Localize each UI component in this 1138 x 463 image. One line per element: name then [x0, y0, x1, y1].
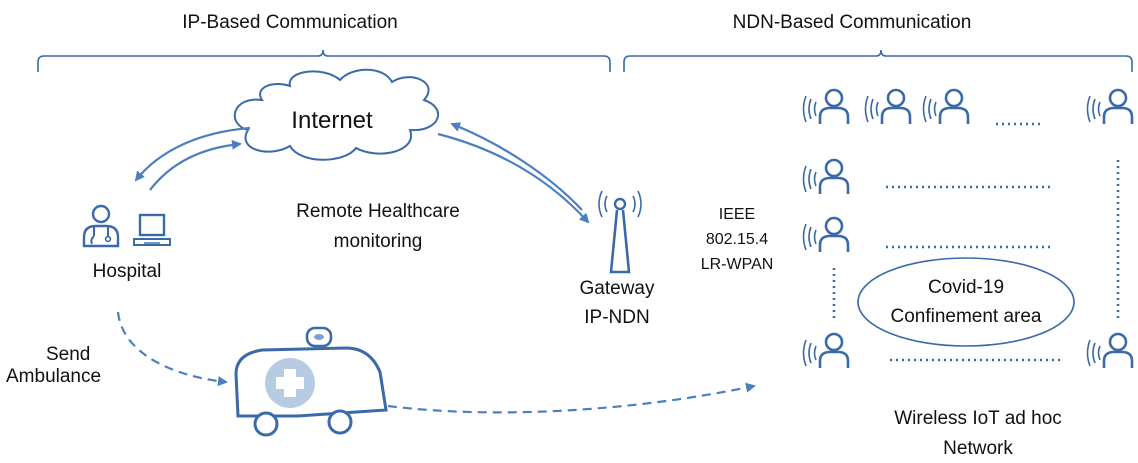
- standard-line3: LR-WPAN: [701, 256, 774, 273]
- computer-icon: [133, 213, 171, 246]
- network-label-line2: Network: [943, 438, 1013, 459]
- ndn-section-title: NDN-Based Communication: [733, 12, 972, 33]
- standard-line2: 802.15.4: [706, 231, 768, 248]
- ambulance-icon: [234, 326, 388, 437]
- standard-line1: IEEE: [719, 206, 755, 223]
- ambulance-label-line2: Ambulance: [6, 366, 101, 387]
- iot-node: [1086, 332, 1134, 370]
- hospital-label: Hospital: [93, 261, 162, 282]
- iot-node: [864, 88, 912, 126]
- confinement-label-line1: Covid-19: [928, 277, 1004, 298]
- remote-label-line2: monitoring: [334, 231, 423, 252]
- iot-node: [922, 88, 970, 126]
- ndn-section-brace: [623, 49, 1133, 72]
- iot-node: [802, 88, 850, 126]
- gateway-label-line2: IP-NDN: [584, 307, 649, 328]
- arrow-cloud-to-hospital: [134, 126, 251, 182]
- dispatch-arrow-to-network: [387, 382, 756, 414]
- doctor-icon: [82, 204, 120, 248]
- ip-section-title: IP-Based Communication: [182, 12, 397, 33]
- cloud-icon: [233, 68, 439, 161]
- confinement-label-line2: Confinement area: [890, 306, 1041, 327]
- iot-node: [802, 216, 850, 254]
- confinement-area: [857, 257, 1075, 347]
- arrow-cloud-to-gateway: [437, 132, 590, 224]
- arrow-gateway-to-cloud: [450, 122, 583, 211]
- remote-label-line1: Remote Healthcare: [296, 201, 460, 222]
- arrow-hospital-to-cloud: [149, 139, 242, 191]
- iot-node: [802, 332, 850, 370]
- antenna-tower-icon: [598, 190, 642, 274]
- ip-section-brace: [37, 49, 611, 72]
- gateway-label-line1: Gateway: [580, 278, 655, 299]
- network-label-line1: Wireless IoT ad hoc: [894, 408, 1062, 429]
- iot-node: [1086, 88, 1134, 126]
- cloud-label: Internet: [291, 107, 373, 134]
- dispatch-arrow-to-ambulance: [116, 311, 228, 387]
- ambulance-label-line1: Send: [46, 344, 90, 365]
- iot-node: [802, 158, 850, 196]
